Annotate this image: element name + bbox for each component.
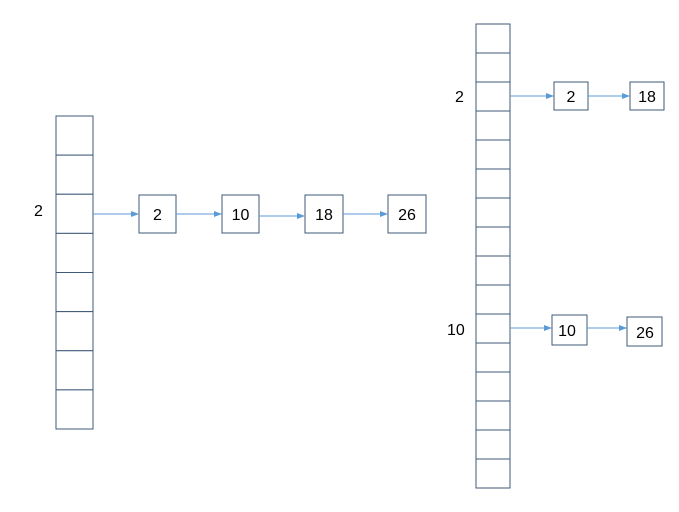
right-hash-table: 2 2 18 10 10 26 bbox=[447, 23, 665, 489]
right-row2-node-2 bbox=[626, 316, 663, 347]
right-row1-node-1 bbox=[553, 81, 589, 111]
right-table-cell-13 bbox=[475, 371, 511, 402]
right-row1-node-1-label: 2 bbox=[567, 89, 576, 106]
left-chain-node-4 bbox=[387, 194, 427, 234]
right-table-cell-16 bbox=[475, 458, 511, 489]
right-table-cell-7 bbox=[475, 197, 511, 228]
right-table-cell-15 bbox=[475, 429, 511, 460]
left-table-cell-1 bbox=[55, 115, 94, 156]
right-table-cell-10 bbox=[475, 284, 511, 315]
left-chain-node-4-label: 26 bbox=[398, 207, 416, 224]
left-table-cell-3 bbox=[55, 193, 94, 234]
left-table-cell-7 bbox=[55, 350, 94, 391]
left-table-cell-5 bbox=[55, 272, 94, 313]
right-row1-node-2 bbox=[629, 81, 665, 111]
right-table-cell-11 bbox=[475, 313, 511, 344]
left-chain-node-3-label: 18 bbox=[315, 207, 333, 224]
left-hash-table: 2 2 10 18 26 bbox=[34, 115, 427, 430]
left-table-cell-8 bbox=[55, 389, 94, 430]
right-row-label-2: 10 bbox=[447, 322, 465, 339]
right-table-cell-9 bbox=[475, 255, 511, 286]
right-row1-node-2-label: 18 bbox=[638, 89, 656, 106]
right-row2-node-1-label: 10 bbox=[558, 323, 576, 340]
left-table-cell-6 bbox=[55, 311, 94, 352]
left-table-cell-2 bbox=[55, 154, 94, 195]
right-table-cell-3 bbox=[475, 81, 511, 112]
right-row2-node-2-label: 26 bbox=[636, 325, 654, 342]
right-row-label-1: 2 bbox=[455, 89, 464, 106]
left-chain-node-3 bbox=[304, 194, 344, 234]
right-row2-node-1 bbox=[551, 314, 588, 346]
right-table-cell-1 bbox=[475, 23, 511, 54]
left-table-cell-4 bbox=[55, 232, 94, 273]
right-table-cell-14 bbox=[475, 400, 511, 431]
right-table-cell-12 bbox=[475, 342, 511, 373]
left-chain-node-1-label: 2 bbox=[153, 207, 162, 224]
right-table-cell-6 bbox=[475, 168, 511, 199]
left-chain-node-2-label: 10 bbox=[232, 207, 250, 224]
right-table-cells bbox=[475, 23, 511, 489]
right-table-cell-8 bbox=[475, 226, 511, 257]
left-row-label: 2 bbox=[34, 203, 43, 220]
right-table-cell-5 bbox=[475, 139, 511, 170]
right-table-cell-2 bbox=[475, 52, 511, 83]
right-table-cell-4 bbox=[475, 110, 511, 141]
left-table-cells bbox=[55, 115, 94, 430]
left-chain-node-2 bbox=[221, 194, 260, 234]
